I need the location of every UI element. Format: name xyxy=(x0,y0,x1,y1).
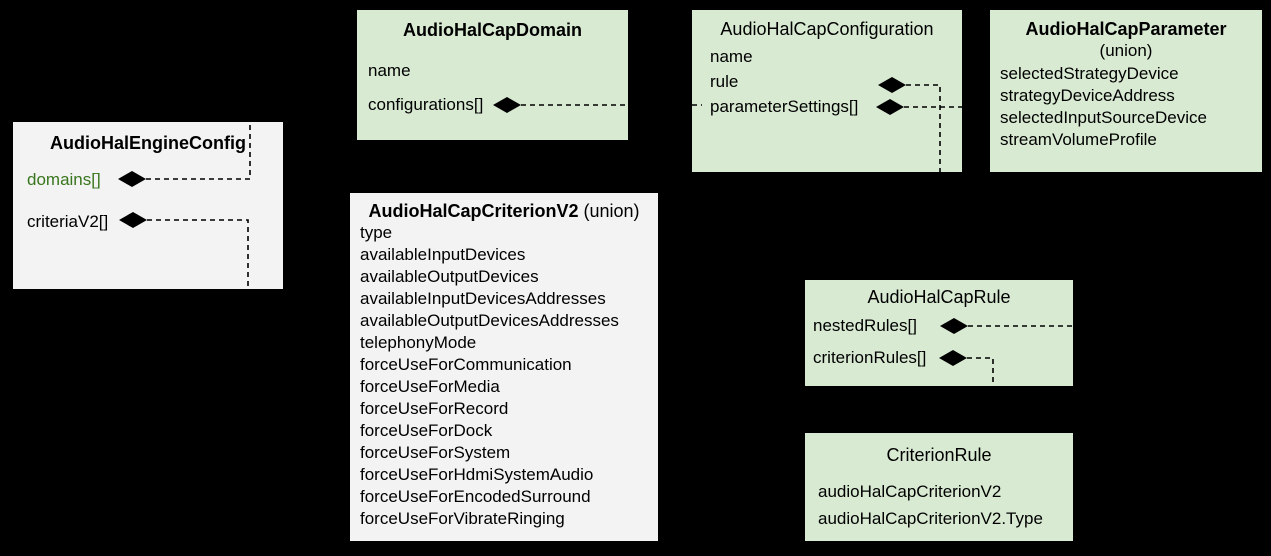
class-subtitle: (union) xyxy=(1099,41,1153,60)
field-list: selectedStrategyDevice strategyDeviceAddr… xyxy=(990,63,1262,151)
field-label: forceUseForHdmiSystemAudio xyxy=(360,465,594,484)
field-label: rule xyxy=(710,72,739,91)
field-list: type availableInputDevices availableOutput… xyxy=(350,222,658,530)
field-label: criteriaV2[] xyxy=(27,212,109,231)
field-label: forceUseForMedia xyxy=(360,377,500,396)
field-label: parameterSettings[] xyxy=(710,97,859,116)
class-title-suffix: (union) xyxy=(578,201,640,221)
field-label: forceUseForDock xyxy=(360,421,493,440)
field-label: forceUseForEncodedSurround xyxy=(360,487,591,506)
field-label: criterionRules[] xyxy=(813,348,927,367)
field-label: availableInputDevicesAddresses xyxy=(360,289,606,308)
field-list: audioHalCapCriterionV2 audioHalCapCriteri… xyxy=(805,478,1073,532)
field-label: forceUseForVibrateRinging xyxy=(360,509,565,528)
class-title: AudioHalCapDomain xyxy=(402,20,582,40)
class-title: CriterionRule xyxy=(886,445,992,465)
class-title: AudioHalCapConfiguration xyxy=(720,19,934,39)
class-title: AudioHalCapRule xyxy=(867,287,1011,307)
class-box-audio-hal-cap-rule: AudioHalCapRule nestedRules[] criterionRu… xyxy=(805,280,1073,386)
field-label: domains[] xyxy=(27,170,101,189)
class-title: AudioHalCapParameter xyxy=(1025,19,1227,39)
class-box-audio-hal-cap-criterion-v2: AudioHalCapCriterionV2 (union) type avail… xyxy=(350,193,658,541)
field-label: nestedRules[] xyxy=(813,316,917,335)
field-list: name rule parameterSettings[] xyxy=(692,44,962,119)
field-label: streamVolumeProfile xyxy=(1000,130,1157,149)
field-label: audioHalCapCriterionV2 xyxy=(818,482,1002,501)
class-title-main: AudioHalCapCriterionV2 xyxy=(368,201,579,221)
field-label: type xyxy=(360,223,393,242)
field-list: nestedRules[] criterionRules[] xyxy=(805,310,1073,374)
class-box-audio-hal-cap-configuration: AudioHalCapConfiguration name rule paramet… xyxy=(692,10,962,172)
field-label: selectedStrategyDevice xyxy=(1000,64,1179,83)
class-title: AudioHalEngineConfig xyxy=(50,133,246,153)
field-label: availableInputDevices xyxy=(360,245,526,264)
field-label: configurations[] xyxy=(368,95,484,114)
field-label: availableOutputDevicesAddresses xyxy=(360,311,619,330)
class-box-audio-hal-cap-domain: AudioHalCapDomain name configurations[] xyxy=(357,10,628,140)
field-list: domains[] criteriaV2[] xyxy=(13,159,283,243)
field-label: forceUseForRecord xyxy=(360,399,509,418)
field-label: selectedInputSourceDevice xyxy=(1000,108,1207,127)
field-label: strategyDeviceAddress xyxy=(1000,86,1175,105)
field-label: name xyxy=(368,61,411,80)
class-title: AudioHalCapCriterionV2 (union) xyxy=(350,193,658,222)
field-label: audioHalCapCriterionV2.Type xyxy=(818,509,1043,528)
class-box-audio-hal-cap-parameter: AudioHalCapParameter (union) selectedStr… xyxy=(990,10,1262,172)
field-label: forceUseForSystem xyxy=(360,443,511,462)
class-box-audio-hal-engine-config: AudioHalEngineConfig domains[] criteriaV2… xyxy=(13,122,283,289)
field-list: name configurations[] xyxy=(357,54,628,122)
field-label: telephonyMode xyxy=(360,333,477,352)
field-label: availableOutputDevices xyxy=(360,267,539,286)
field-label: forceUseForCommunication xyxy=(360,355,572,374)
field-label: name xyxy=(710,47,753,66)
